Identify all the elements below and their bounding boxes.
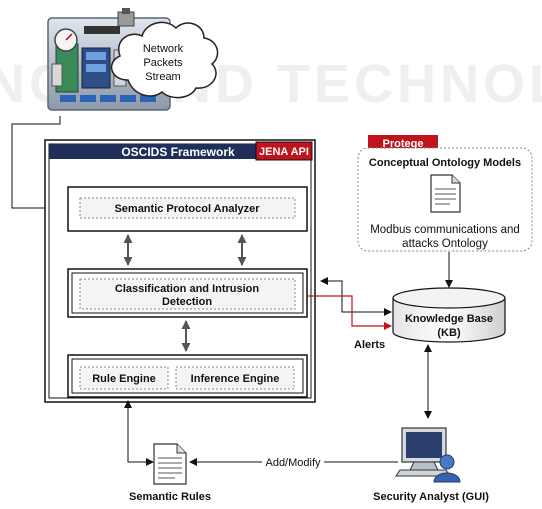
ontology-document-icon — [430, 174, 461, 213]
semantic-rules-document-icon — [153, 443, 187, 485]
knowledge-base-label-line2: (KB) — [437, 327, 461, 339]
alerts-arrow — [307, 295, 392, 330]
ontology-desc-line1: Modbus communications and — [370, 224, 520, 236]
rule-engine-box — [79, 366, 169, 390]
cloud-label-line2: Packets — [143, 57, 183, 69]
security-analyst-label: Security Analyst (GUI) — [373, 491, 489, 503]
jena-api-label: JENA API — [259, 146, 309, 158]
protege-badge — [368, 135, 438, 151]
classification-label-line2: Detection — [162, 296, 212, 308]
add-modify-label: Add/Modify — [265, 457, 321, 469]
protege-badge-label: Protege — [383, 138, 424, 150]
framework-title: OSCIDS Framework — [121, 145, 235, 159]
jena-api-badge — [255, 141, 313, 161]
rule-engine-label: Rule Engine — [92, 373, 156, 385]
inference-engine-label: Inference Engine — [191, 373, 280, 385]
cloud-label-line1: Network — [143, 43, 184, 55]
analyzer-label: Semantic Protocol Analyzer — [114, 203, 260, 215]
cloud-label-line3: Stream — [145, 71, 180, 83]
network-cloud-shape — [110, 21, 219, 99]
semantic-rules-label: Semantic Rules — [129, 491, 211, 503]
alerts-label: Alerts — [354, 339, 385, 351]
ontology-desc-line2: attacks Ontology — [402, 238, 488, 250]
rules-engine-arrow — [124, 400, 154, 466]
ontology-models-title: Conceptual Ontology Models — [369, 157, 521, 169]
framework-title-bar — [49, 144, 311, 159]
inference-engine-box — [175, 366, 295, 390]
security-analyst-computer-icon — [395, 427, 461, 483]
classification-label-line1: Classification and Intrusion — [115, 283, 260, 295]
knowledge-base-cylinder — [392, 287, 506, 343]
packet-stream-connector — [11, 116, 69, 212]
knowledge-base-label-line1: Knowledge Base — [405, 313, 493, 325]
